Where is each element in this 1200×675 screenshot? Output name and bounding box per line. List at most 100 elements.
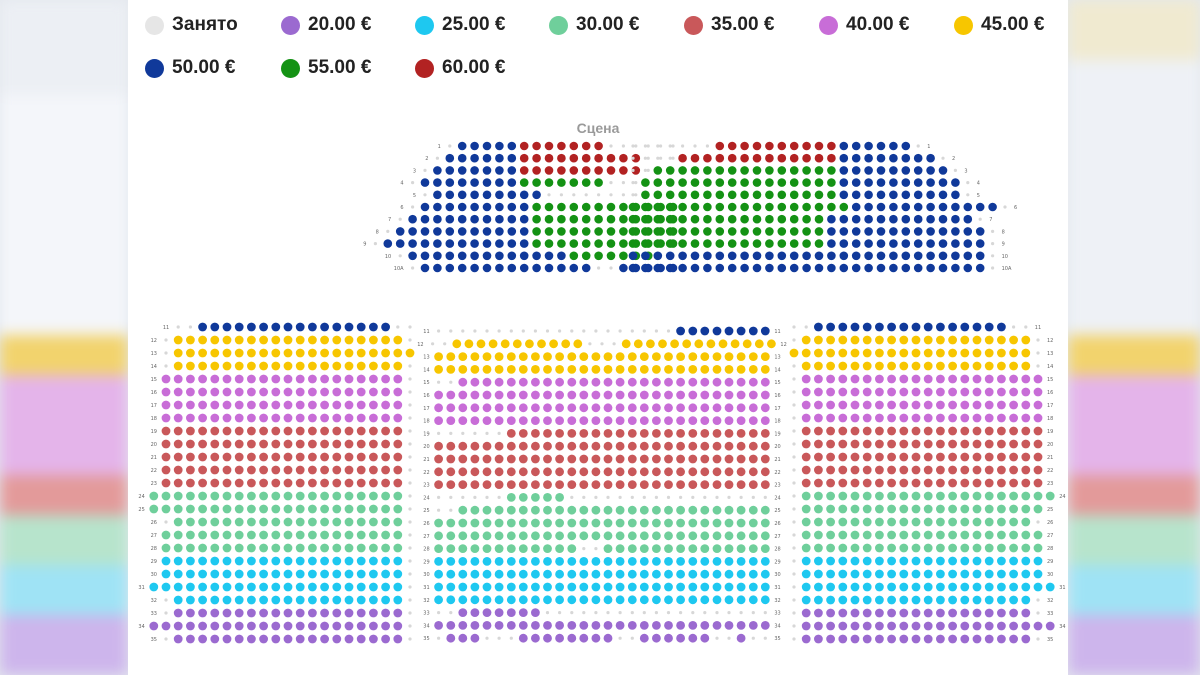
seat-p25[interactable]	[222, 569, 232, 579]
seat-p35[interactable]	[615, 454, 625, 464]
seat-p40[interactable]	[652, 390, 661, 400]
seat-p50[interactable]	[482, 178, 492, 187]
seat-p25[interactable]	[222, 595, 232, 605]
seat-p30[interactable]	[814, 530, 823, 540]
seat-p30[interactable]	[814, 504, 823, 514]
seat-p35[interactable]	[579, 480, 589, 489]
seat-p20[interactable]	[736, 621, 746, 630]
seat-p50[interactable]	[876, 190, 886, 200]
seat-p35[interactable]	[712, 467, 722, 477]
seat-p50[interactable]	[433, 178, 442, 187]
seat-p25[interactable]	[283, 569, 293, 579]
seat-p55[interactable]	[789, 239, 799, 248]
seat-p50[interactable]	[839, 153, 849, 163]
seat-p25[interactable]	[997, 556, 1006, 566]
seat-p45[interactable]	[405, 348, 415, 358]
seat-p50[interactable]	[482, 263, 492, 273]
seat-p20[interactable]	[271, 634, 281, 644]
seat-p55[interactable]	[544, 239, 554, 248]
seat-p50[interactable]	[581, 263, 591, 273]
seat-p35[interactable]	[875, 426, 884, 436]
seat-p40[interactable]	[700, 416, 710, 425]
seat-p50[interactable]	[433, 202, 442, 212]
seat-p35[interactable]	[356, 478, 366, 488]
seat-p25[interactable]	[615, 557, 625, 566]
seat-p55[interactable]	[581, 202, 591, 212]
seat-p55[interactable]	[544, 214, 554, 224]
seat-p25[interactable]	[271, 582, 281, 592]
seat-p45[interactable]	[271, 348, 281, 358]
seat-p30[interactable]	[222, 517, 232, 527]
seat-p25[interactable]	[259, 582, 268, 592]
seat-p40[interactable]	[997, 387, 1006, 397]
seat-p55[interactable]	[532, 239, 541, 248]
seat-p40[interactable]	[198, 387, 207, 397]
seat-p25[interactable]	[688, 557, 698, 566]
seat-p55[interactable]	[678, 166, 687, 175]
seat-p40[interactable]	[344, 387, 354, 397]
seat-p30[interactable]	[579, 505, 589, 515]
seat-p25[interactable]	[173, 569, 183, 579]
seat-p40[interactable]	[470, 377, 480, 387]
seat-p60[interactable]	[557, 141, 566, 151]
seat-p25[interactable]	[724, 582, 734, 592]
seat-p45[interactable]	[591, 352, 601, 361]
seat-p35[interactable]	[210, 478, 220, 488]
seat-p40[interactable]	[712, 416, 722, 425]
seat-p30[interactable]	[948, 504, 957, 514]
seat-p20[interactable]	[997, 621, 1006, 631]
seat-p50[interactable]	[864, 239, 873, 248]
legend-item-25[interactable]: 25.00 €	[415, 14, 505, 36]
seat-p30[interactable]	[543, 518, 552, 528]
seat-p20[interactable]	[972, 608, 982, 618]
seat-p50[interactable]	[420, 263, 430, 273]
seat-p50[interactable]	[901, 202, 911, 212]
seat-p20[interactable]	[826, 608, 835, 618]
seat-p40[interactable]	[875, 374, 884, 384]
seat-p40[interactable]	[356, 387, 366, 397]
seat-p55[interactable]	[690, 166, 700, 175]
seat-p45[interactable]	[724, 352, 734, 361]
seat-p60[interactable]	[619, 166, 628, 175]
seat-p45[interactable]	[760, 352, 770, 361]
seat-p55[interactable]	[802, 190, 811, 200]
seat-p35[interactable]	[295, 452, 305, 462]
seat-p35[interactable]	[676, 441, 685, 451]
seat-p35[interactable]	[482, 480, 492, 489]
legend-item-55[interactable]: 55.00 €	[281, 57, 371, 79]
seat-p55[interactable]	[690, 178, 700, 187]
seat-p55[interactable]	[802, 178, 811, 187]
seat-p40[interactable]	[652, 416, 661, 425]
seat-p20[interactable]	[393, 621, 403, 631]
seat-p20[interactable]	[369, 608, 378, 618]
seat-p45[interactable]	[369, 335, 378, 345]
seat-p55[interactable]	[690, 202, 700, 212]
seat-p20[interactable]	[494, 608, 504, 617]
seat-p40[interactable]	[664, 390, 673, 400]
seat-p45[interactable]	[295, 348, 305, 358]
seat-p30[interactable]	[567, 505, 577, 515]
seat-p60[interactable]	[594, 153, 603, 163]
seat-p25[interactable]	[198, 595, 207, 605]
seat-p55[interactable]	[703, 239, 712, 248]
seat-p30[interactable]	[875, 491, 884, 501]
seat-p30[interactable]	[320, 504, 329, 514]
seat-p25[interactable]	[652, 569, 661, 579]
seat-p40[interactable]	[850, 374, 860, 384]
seat-p20[interactable]	[393, 634, 403, 644]
seat-p35[interactable]	[470, 441, 480, 451]
seat-p50[interactable]	[926, 178, 935, 187]
seat-p55[interactable]	[581, 227, 591, 236]
seat-p25[interactable]	[760, 557, 770, 566]
seat-p40[interactable]	[186, 387, 195, 397]
seat-p35[interactable]	[434, 480, 443, 489]
seat-p35[interactable]	[862, 439, 872, 449]
seat-p25[interactable]	[826, 595, 835, 605]
seat-p20[interactable]	[458, 621, 468, 630]
seat-p45[interactable]	[972, 335, 982, 345]
seat-p35[interactable]	[506, 480, 516, 489]
seat-p40[interactable]	[948, 387, 957, 397]
seat-p55[interactable]	[740, 166, 749, 175]
seat-p25[interactable]	[186, 595, 195, 605]
seat-p55[interactable]	[703, 214, 712, 224]
